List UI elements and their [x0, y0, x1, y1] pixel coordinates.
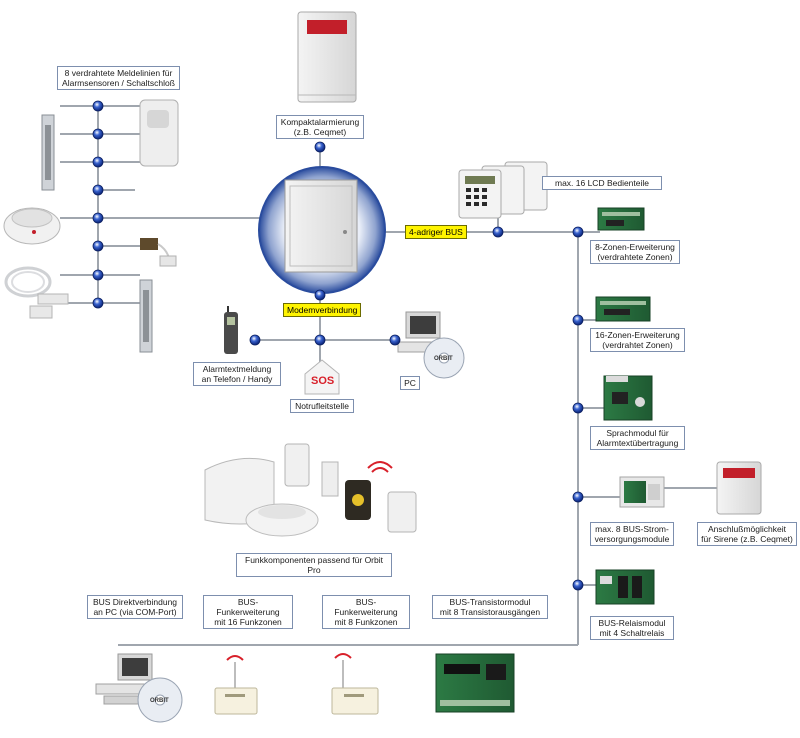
connection-node [92, 184, 104, 196]
radio-expansion8-icon [331, 653, 379, 715]
lcd-keypads-icon [458, 161, 548, 219]
connection-node [92, 156, 104, 168]
label-zonen16: 16-Zonen-Erweiterung (verdrahtet Zonen) [590, 328, 685, 352]
radio-expansion16-icon [214, 655, 258, 715]
pc-bottom-icon [95, 653, 183, 723]
label-stromversorgung: max. 8 BUS-Strom- versorgungsmodule [590, 522, 674, 546]
connection-node [572, 314, 584, 326]
zone8-board-icon [597, 207, 645, 231]
power-module-icon [619, 476, 665, 508]
cable-sensor-icon [4, 266, 69, 319]
voice-module-icon [603, 375, 653, 421]
label-sirene: Anschlußmöglichkeit für Sirene (z.B. Ceq… [697, 522, 797, 546]
connection-node [92, 240, 104, 252]
label-kompaktalarmierung: Kompaktalarmierung (z.B. Ceqmet) [276, 115, 364, 139]
connection-node [92, 100, 104, 112]
glass-break-sensor-icon [140, 238, 177, 267]
connection-node [492, 226, 504, 238]
siren-device-icon [716, 461, 762, 515]
transistor-board-icon [435, 653, 515, 713]
sos-house-icon [304, 359, 340, 395]
connection-node [389, 334, 401, 346]
connection-node [92, 128, 104, 140]
reed-contact-icon [41, 114, 55, 191]
label-notrufleitstelle: Notrufleitstelle [290, 399, 354, 413]
connection-node [314, 141, 326, 153]
connection-node [314, 334, 326, 346]
label-relaismodul: BUS-Relaismodul mit 4 Schaltrelais [590, 616, 674, 640]
smoke-detector-icon [3, 207, 61, 245]
connection-node [572, 579, 584, 591]
label-4-adriger-bus: 4-adriger BUS [405, 225, 467, 239]
connection-node [314, 289, 326, 301]
label-zonen8: 8-Zonen-Erweiterung (verdrahtete Zonen) [590, 240, 680, 264]
label-funkerweiterung8: BUS-Funkerweiterung mit 8 Funkzonen [322, 595, 410, 629]
connection-node [572, 491, 584, 503]
label-lcd-bedienteile: max. 16 LCD Bedienteile [542, 176, 662, 190]
label-alarmtextmeldung: Alarmtextmeldung an Telefon / Handy [193, 362, 281, 386]
label-pc: PC [400, 376, 420, 390]
cd-brand-modem: ORBIT [434, 356, 453, 362]
connection-node [92, 269, 104, 281]
sos-text: SOS [311, 375, 335, 387]
label-transistormodul: BUS-Transistormodul mit 8 Transistorausg… [432, 595, 548, 619]
connection-node [92, 212, 104, 224]
label-funkerweiterung16: BUS-Funkerweiterung mit 16 Funkzonen [203, 595, 293, 629]
label-sprachmodul: Sprachmodul für Alarmtextübertragung [590, 426, 685, 450]
compact-alarm-device [297, 11, 357, 103]
label-bus-direktverbindung: BUS Direktverbindung an PC (via COM-Port… [87, 595, 183, 619]
zone16-board-icon [595, 296, 651, 322]
connection-nodes [92, 100, 584, 591]
pc-modem-icon [397, 311, 465, 379]
central-unit [258, 166, 386, 294]
connection-node [572, 226, 584, 238]
label-funkkomponenten: Funkkomponenten passend für Orbit Pro [236, 553, 392, 577]
lock-contact-icon [139, 279, 153, 353]
relay-board-icon [595, 569, 655, 605]
connection-node [92, 297, 104, 309]
mobile-phone-icon [224, 306, 238, 354]
connection-node [572, 402, 584, 414]
connection-node [249, 334, 261, 346]
wireless-components-icon [204, 443, 417, 537]
cd-brand-bottom: ORBIT [150, 698, 169, 704]
motion-sensor-icon [139, 99, 179, 167]
label-modemverbindung: Modemverbindung [283, 303, 362, 317]
label-meldelinien: 8 verdrahtete Meldelinien für Alarmsenso… [57, 66, 180, 90]
